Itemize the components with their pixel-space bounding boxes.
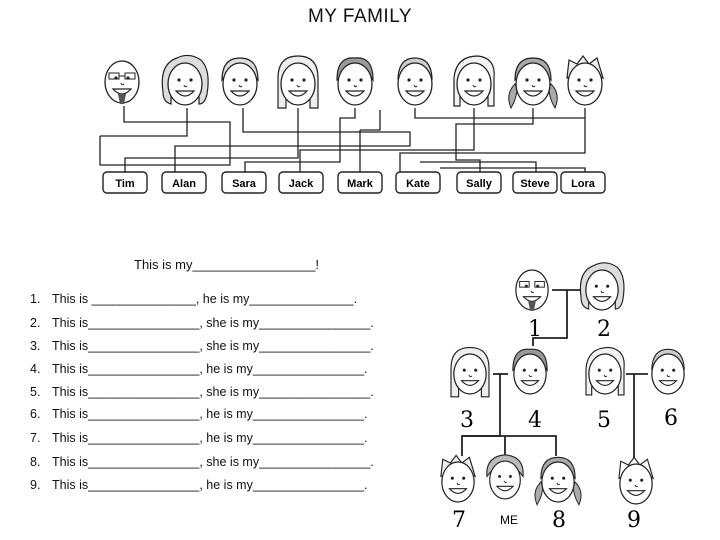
line-number: 8. [30,455,41,469]
family-tree: 1 2 3 4 5 6 7 ME 8 9 [440,262,685,533]
bald-man-glasses-icon [104,60,140,104]
line-text: This is________________, he is my_______… [52,362,368,376]
long-hair-woman-icon [277,55,319,109]
svg-text:Kate: Kate [406,178,430,190]
exercise-line-6: 6. This is________________, he is my_____… [30,407,368,421]
curly-hair-woman-icon [161,54,209,106]
tree-label-2: 2 [597,317,611,342]
line-text: This is________________, she is my______… [52,455,374,469]
short-hair-woman-icon [221,57,259,106]
line-text: This is________________, he is my_______… [52,478,368,492]
name-box-alan: Alan [161,171,207,194]
girl-side-bangs-icon [453,55,495,107]
matching-lines [99,106,586,172]
line-text: This is________________, she is my______… [52,339,374,353]
tree-person-9-icon [618,456,655,505]
line-text: This is _______________, he is my_______… [52,292,358,306]
line-text: This is________________, she is my______… [52,385,374,399]
prompt-line: This is my_________________! [134,257,320,272]
line-number: 1. [30,292,41,306]
svg-text:Lora: Lora [571,178,596,190]
svg-text:Mark: Mark [347,178,374,190]
name-box-jack: Jack [278,171,324,194]
line-text: This is________________, he is my_______… [52,431,368,445]
girl-pigtails-icon [508,57,558,110]
svg-text:Jack: Jack [289,178,314,190]
tree-label-7: 7 [452,508,466,533]
tree-label-5: 5 [597,408,611,433]
tree-person-5-icon [585,346,625,396]
svg-text:Sara: Sara [232,178,257,190]
tree-label-1: 1 [528,317,542,342]
line-text: This is________________, he is my_______… [52,407,368,421]
svg-text:Steve: Steve [520,178,549,190]
tree-person-2-icon [579,262,625,311]
tree-person-4-icon [512,348,548,395]
tree-person-7-icon [440,454,477,503]
tree-person-1-icon [515,269,549,311]
line-number: 4. [30,362,41,376]
line-number: 5. [30,385,41,399]
line-number: 9. [30,478,41,492]
exercise-line-8: 8. This is________________, she is my____… [30,455,374,469]
svg-text:Tim: Tim [115,178,135,190]
tree-label-8: 8 [552,508,566,533]
tree-label-4: 4 [528,408,542,433]
line-number: 6. [30,407,41,421]
exercise-line-4: 4. This is________________, he is my_____… [30,362,368,376]
name-box-kate: Kate [395,171,441,194]
tree-person-8-icon [534,456,582,506]
boy-spiky-hair-icon [566,55,605,106]
name-box-mark: Mark [337,171,383,194]
tree-person-me-icon [486,454,524,500]
exercise-line-9: 9. This is________________, he is my_____… [30,478,368,492]
svg-text:Sally: Sally [466,178,493,190]
page-title: MY FAMILY [307,6,413,27]
tree-label-9: 9 [627,508,641,533]
name-box-lora: Lora [560,171,606,194]
man-icon [397,57,433,106]
tree-connectors [461,289,648,464]
exercise-line-3: 3. This is________________, she is my____… [30,339,374,353]
tree-person-3-icon [450,346,490,398]
exercise-line-1: 1. This is _______________, he is my_____… [30,292,357,306]
line-text: This is________________, she is my______… [52,316,374,330]
svg-text:Alan: Alan [172,178,196,190]
tree-label-6: 6 [664,406,678,431]
name-box-sally: Sally [456,171,502,194]
tree-label-3: 3 [460,408,474,433]
tree-label-me: ME [500,513,518,527]
name-box-tim: Tim [102,171,148,194]
line-number: 2. [30,316,41,330]
line-number: 7. [30,431,41,445]
top-faces [104,54,605,110]
line-number: 3. [30,339,41,353]
exercise-line-2: 2. This is________________, she is my____… [30,316,374,330]
tree-person-6-icon [651,348,685,395]
boy-icon [336,57,374,106]
exercise-line-7: 7. This is________________, he is my_____… [30,431,368,445]
exercise-line-5: 5. This is________________, she is my____… [30,385,374,399]
name-boxes: Tim Alan Sara Jack Mark Kate Sally Steve… [102,171,606,194]
name-box-steve: Steve [512,171,558,194]
name-box-sara: Sara [221,171,267,194]
